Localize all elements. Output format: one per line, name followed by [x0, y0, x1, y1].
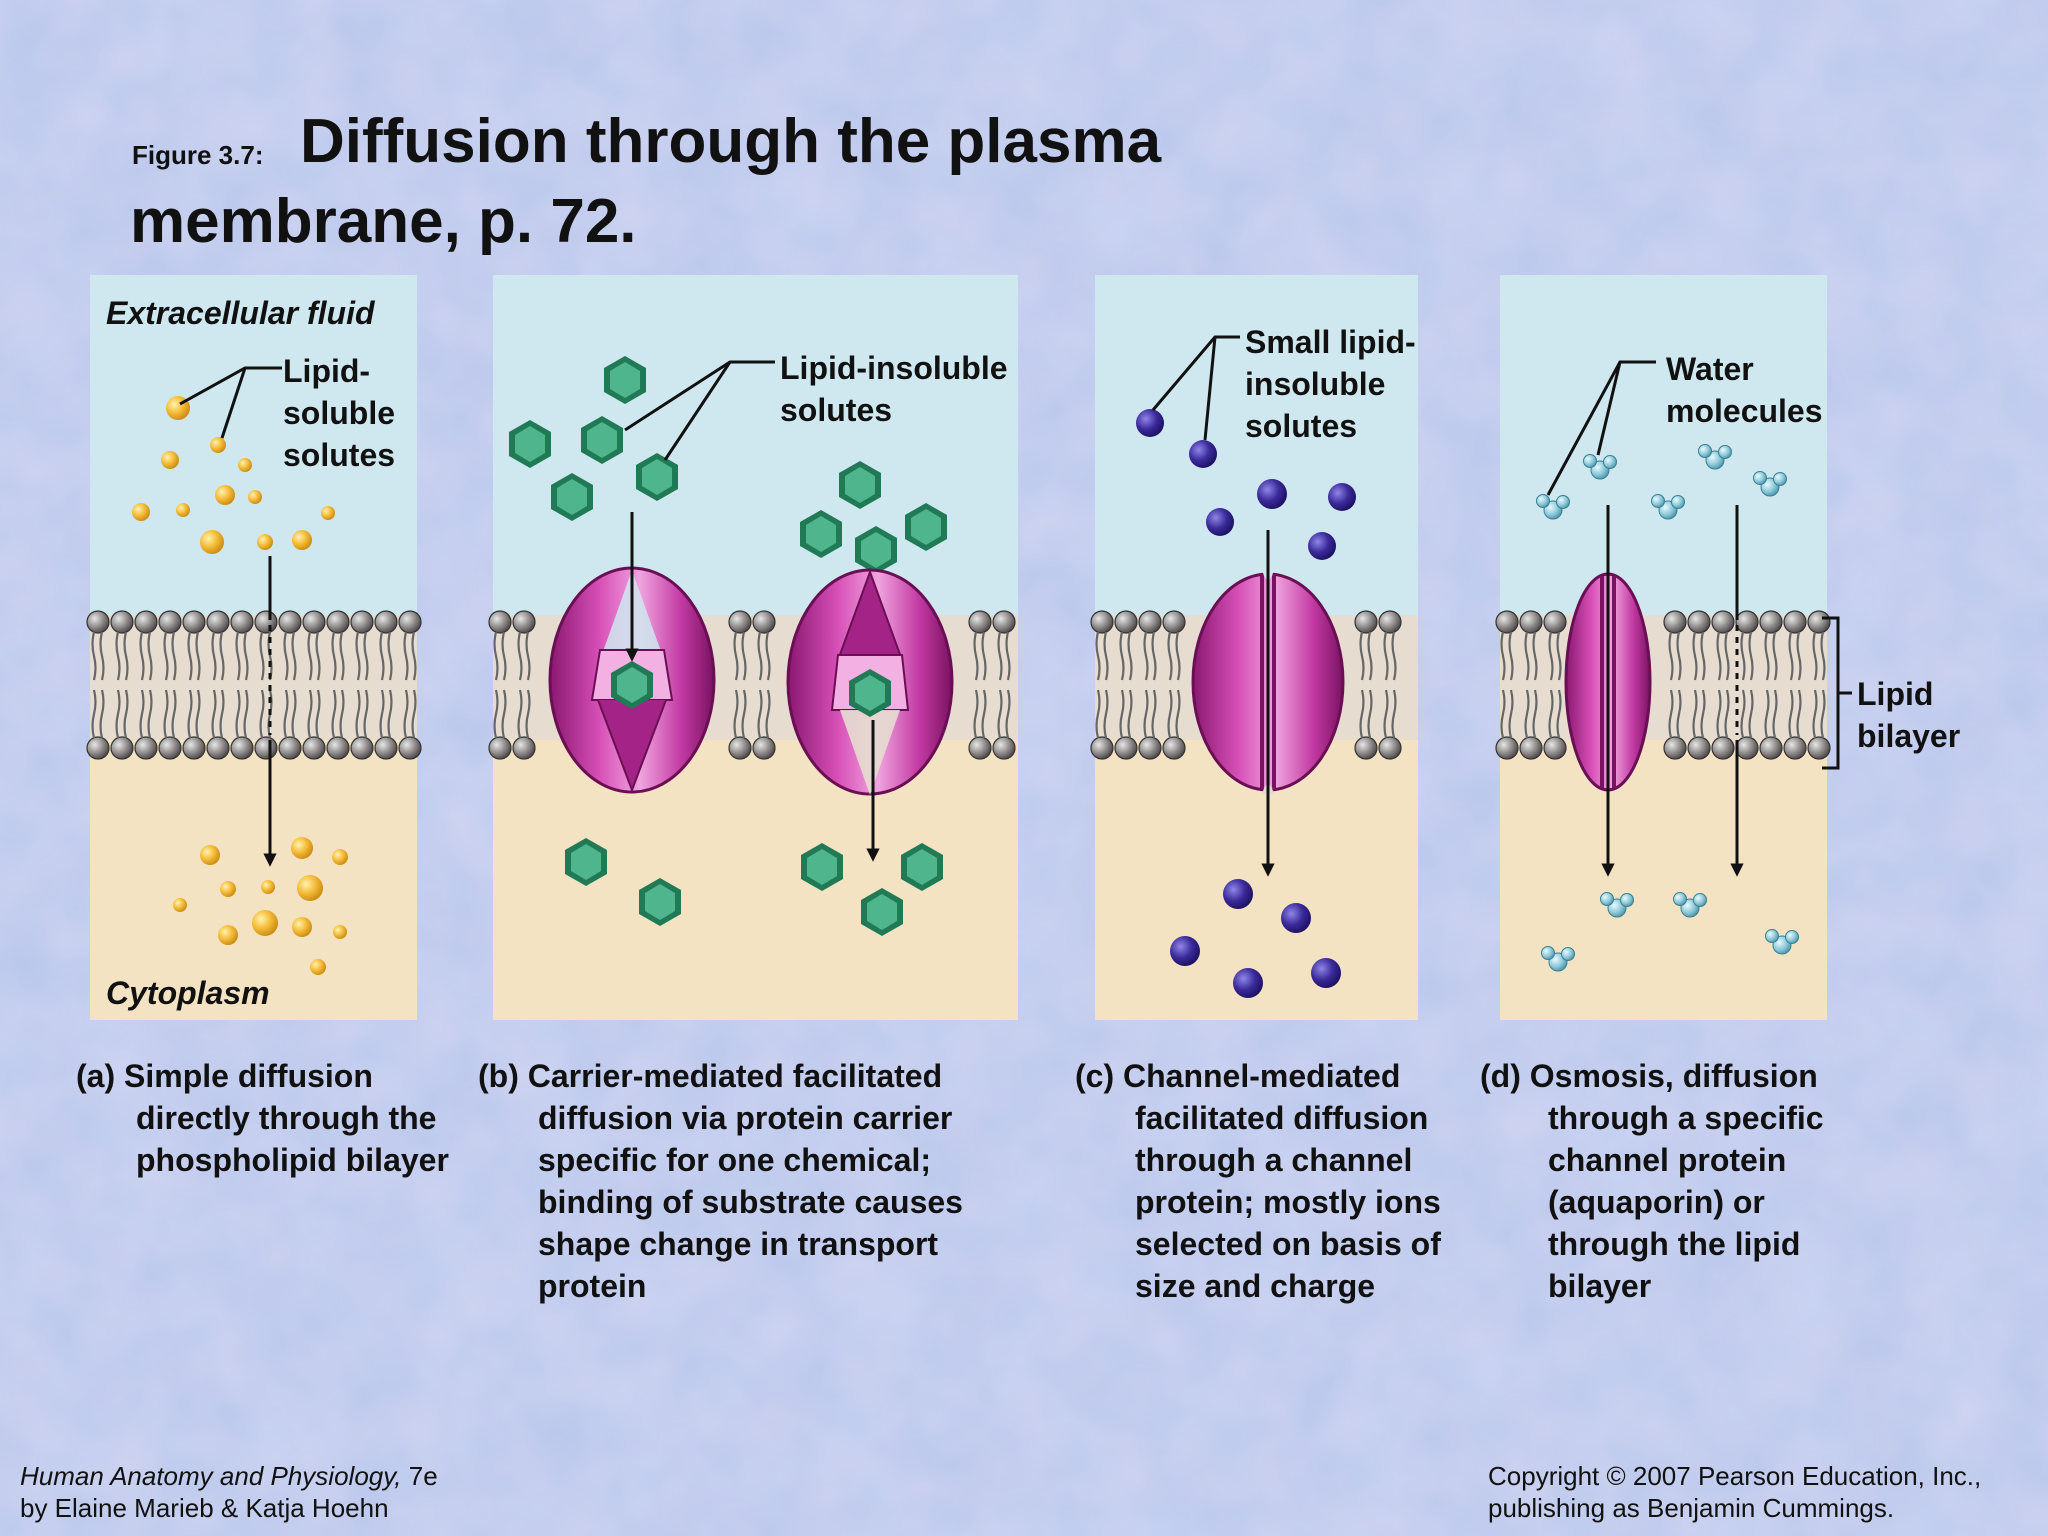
arrows-b — [625, 512, 880, 862]
extracellular-fluid-label: Extracellular fluid — [106, 295, 375, 331]
panel-a — [90, 275, 417, 1020]
caption-d: (d) Osmosis, diffusion through a specifi… — [1480, 1058, 1824, 1304]
panel-d — [1500, 275, 1827, 1020]
leader-water — [1546, 360, 1656, 496]
arrows-d — [1601, 505, 1744, 877]
small-lipid-insoluble-label: Small lipid- insoluble solutes — [1245, 324, 1416, 444]
lipid-bilayer-label: Lipid bilayer — [1857, 676, 1961, 754]
figure-title-line2: membrane, p. 72. — [130, 187, 637, 256]
figure-title-line1: Diffusion through the plasma — [300, 107, 1162, 176]
leader-lipid-insoluble — [624, 360, 775, 461]
caption-b: (b) Carrier-mediated facilitated diffusi… — [478, 1058, 963, 1304]
bilayer-bracket — [1822, 616, 1852, 770]
figure-number: Figure 3.7: — [132, 140, 264, 170]
water-molecules-label: Water molecules — [1666, 351, 1823, 429]
lipid-soluble-label: Lipid- soluble solutes — [283, 353, 396, 473]
small-lipid-insoluble-solutes — [1136, 409, 1356, 998]
leader-lipid-soluble — [179, 366, 282, 439]
copyright-notice: Copyright © 2007 Pearson Education, Inc.… — [1488, 1461, 1982, 1523]
lipid-insoluble-label: Lipid-insoluble solutes — [780, 350, 1008, 428]
book-credit: Human Anatomy and Physiology, 7e by Elai… — [20, 1461, 438, 1523]
carrier-protein-open-inside — [786, 568, 954, 796]
caption-a: (a) Simple diffusion directly through th… — [76, 1058, 449, 1178]
caption-c: (c) Channel-mediated facilitated diffusi… — [1075, 1058, 1441, 1304]
cytoplasm-label: Cytoplasm — [106, 975, 270, 1011]
leader-small-lipid-insoluble — [1151, 335, 1240, 441]
lipid-soluble-solutes — [132, 396, 348, 975]
